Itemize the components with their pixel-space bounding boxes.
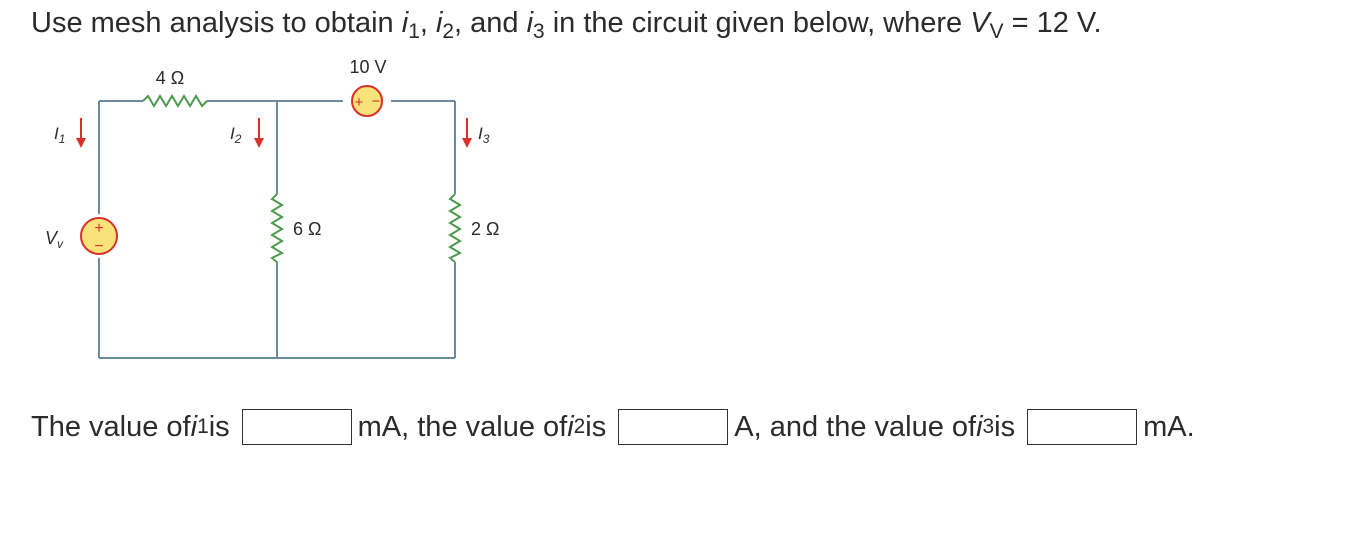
label-i1-main: I <box>54 124 59 143</box>
answer-2-is: is <box>585 410 607 443</box>
var-i2-sub: 2 <box>442 19 455 43</box>
voltage-source-vv: + − <box>80 217 118 255</box>
label-source-top: 10 V <box>349 57 386 77</box>
question-prefix: Use mesh analysis to obtain <box>31 7 402 39</box>
label-i3: I3 <box>478 124 490 146</box>
question-mid: in the circuit given below, where <box>544 7 971 39</box>
question-suffix: = 12 V. <box>1003 7 1102 39</box>
label-r2: 6 Ω <box>293 219 321 239</box>
var-i1: i <box>401 7 409 39</box>
question-sep1: , <box>419 7 436 39</box>
answer-1-prefix: The value of <box>31 410 191 443</box>
label-vv-sub: v <box>57 237 64 251</box>
label-i1-sub: 1 <box>59 132 66 146</box>
circuit-diagram: 4 Ω + − 10 V + − Vv 6 Ω 2 Ω I1 I2 I3 <box>45 57 499 359</box>
question-text: Use mesh analysis to obtain i1, i2, and … <box>31 4 1102 42</box>
label-i2: I2 <box>230 124 242 146</box>
answer-i2-input[interactable] <box>618 409 729 445</box>
answer-1-var: i <box>190 410 198 443</box>
var-i3: i <box>526 7 534 39</box>
label-r1: 4 Ω <box>156 68 184 88</box>
resistor-2ohm <box>448 193 463 263</box>
label-i3-sub: 3 <box>483 132 490 146</box>
var-v-sub: V <box>989 19 1004 43</box>
answer-i3-input[interactable] <box>1027 409 1138 445</box>
label-i1: I1 <box>54 124 65 146</box>
circuit-wires <box>98 100 456 359</box>
var-i1-sub: 1 <box>408 19 420 43</box>
source-top-minus: − <box>372 93 381 110</box>
label-vv-main: V <box>45 228 59 248</box>
resistor-4ohm <box>142 94 208 108</box>
label-vv: Vv <box>45 228 64 251</box>
var-i3-sub: 3 <box>533 19 545 43</box>
answer-1-unit: mA, the value of <box>357 410 568 443</box>
var-i2: i <box>435 7 443 39</box>
label-i3-main: I <box>478 124 483 143</box>
arrow-i3 <box>462 118 472 148</box>
answer-2-unit: A, and the value of <box>734 410 977 443</box>
resistor-6ohm <box>270 193 285 263</box>
arrow-i1 <box>76 118 86 148</box>
voltage-source-10v: + − <box>351 85 383 117</box>
answer-3-var: i <box>976 410 983 443</box>
var-v: V <box>970 7 990 39</box>
source-left-minus: − <box>94 238 103 255</box>
label-r3: 2 Ω <box>471 219 499 239</box>
label-i2-main: I <box>230 124 235 143</box>
question-sep2: , and <box>454 7 527 39</box>
answer-2-var: i <box>567 410 574 443</box>
answer-3-is: is <box>994 410 1016 443</box>
answer-i1-input[interactable] <box>241 409 352 445</box>
answer-3-unit: mA. <box>1143 410 1195 443</box>
source-top-plus: + <box>355 94 364 111</box>
arrow-i2 <box>254 118 264 148</box>
answer-1-is: is <box>208 410 230 443</box>
label-i2-sub: 2 <box>234 132 242 146</box>
source-left-plus: + <box>94 220 103 237</box>
